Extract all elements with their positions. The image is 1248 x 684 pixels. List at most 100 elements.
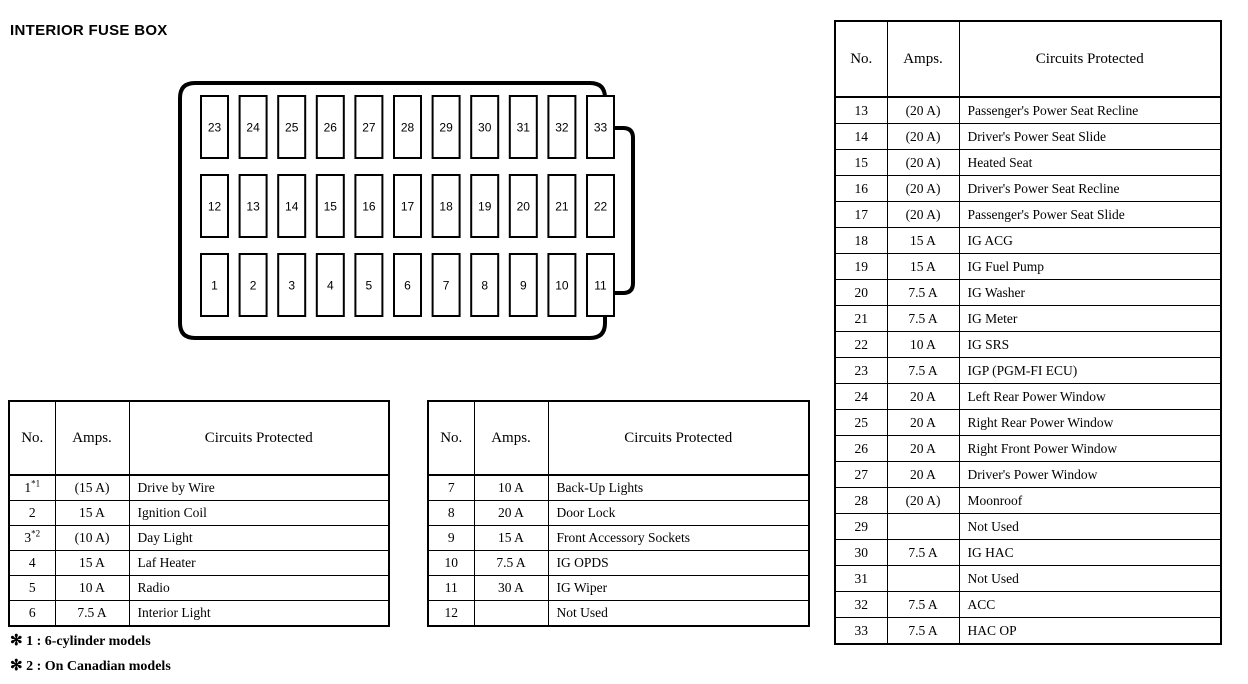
footnote-text: : On Canadian models [36, 659, 171, 674]
fuse-slot-27[interactable] [354, 95, 384, 159]
fuse-slot-30[interactable] [470, 95, 500, 159]
fuse-slot-label-23: 23 [208, 121, 222, 135]
cell-fuse-number: 5 [8, 575, 56, 601]
fuse-slot-20[interactable] [508, 174, 538, 238]
asterisk-icon: ✻ [10, 633, 23, 649]
cell-fuse-number: 12 [427, 600, 475, 627]
footnotes: ✻ 1 : 6-cylinder models✻ 2 : On Canadian… [10, 629, 171, 679]
fuse-slot-6[interactable] [393, 253, 422, 317]
fuse-slot-15[interactable] [315, 174, 345, 238]
cell-amps: (20 A) [886, 175, 960, 202]
fuse-slot-2[interactable] [238, 253, 268, 317]
cell-circuit-protected: Right Front Power Window [958, 435, 1222, 462]
fuse-slot-31[interactable] [508, 95, 538, 159]
fuse-slot-19[interactable] [470, 174, 500, 238]
fuse-slot-label-32: 32 [555, 121, 569, 135]
cell-fuse-number: 21 [834, 305, 888, 332]
fuse-slot-label-19: 19 [478, 200, 492, 214]
footnote-line-1: ✻ 1 : 6-cylinder models [10, 629, 171, 654]
fuse-slot-10[interactable] [547, 253, 577, 317]
cell-circuit-protected: Driver's Power Seat Slide [958, 123, 1222, 150]
cell-circuit-protected: Day Light [128, 525, 390, 551]
fuse-slot-17[interactable] [393, 174, 422, 238]
cell-amps: 30 A [473, 575, 549, 601]
footnote-marker: *1 [31, 478, 41, 489]
fuse-slot-5[interactable] [354, 253, 384, 317]
cell-fuse-number: 17 [834, 201, 888, 228]
cell-fuse-number: 19 [834, 253, 888, 280]
page-title: INTERIOR FUSE BOX [10, 22, 168, 39]
table-row: 15(20 A)Heated Seat [834, 149, 1222, 176]
footnote-marker: *2 [31, 528, 41, 539]
fuse-slot-12[interactable] [200, 174, 229, 238]
fuse-table-left: No. Amps. Circuits Protected 1*1(15 A)Dr… [8, 400, 390, 627]
fuse-slot-1[interactable] [200, 253, 229, 317]
fuse-slot-24[interactable] [238, 95, 268, 159]
fuse-slot-18[interactable] [431, 174, 461, 238]
fuse-slot-label-29: 29 [439, 121, 453, 135]
fuse-slot-4[interactable] [315, 253, 345, 317]
cell-amps: 20 A [886, 409, 960, 436]
fuse-slot-11[interactable] [586, 253, 615, 317]
cell-amps [473, 600, 549, 627]
cell-amps: 7.5 A [886, 279, 960, 306]
cell-amps: (15 A) [54, 474, 130, 501]
fuse-slot-22[interactable] [586, 174, 615, 238]
table-row: 16(20 A)Driver's Power Seat Recline [834, 175, 1222, 202]
fuse-slot-9[interactable] [508, 253, 538, 317]
fuse-slot-14[interactable] [277, 174, 307, 238]
cell-fuse-number: 32 [834, 591, 888, 618]
cell-amps: 7.5 A [473, 550, 549, 576]
fuse-slot-23[interactable] [200, 95, 229, 159]
fuse-slot-8[interactable] [470, 253, 500, 317]
cell-amps: 15 A [886, 227, 960, 254]
cell-amps: (20 A) [886, 487, 960, 514]
fuse-slot-16[interactable] [354, 174, 384, 238]
cell-fuse-number: 3*2 [8, 525, 56, 551]
cell-amps [886, 565, 960, 592]
cell-amps: 15 A [54, 500, 130, 526]
cell-amps: 20 A [473, 500, 549, 526]
header-amps: Amps. [473, 400, 549, 476]
fuse-slot-28[interactable] [393, 95, 422, 159]
fuse-slot-26[interactable] [315, 95, 345, 159]
fuse-slot-13[interactable] [238, 174, 268, 238]
fuse-slot-21[interactable] [547, 174, 577, 238]
table-header-row: No. Amps. Circuits Protected [834, 20, 1222, 98]
fuse-slot-33[interactable] [586, 95, 615, 159]
fuse-slot-label-1: 1 [211, 279, 218, 293]
fuse-slot-7[interactable] [431, 253, 461, 317]
fuse-slot-25[interactable] [277, 95, 307, 159]
fuse-slot-32[interactable] [547, 95, 577, 159]
cell-circuit-protected: Door Lock [547, 500, 810, 526]
cell-circuit-protected: Not Used [547, 600, 810, 627]
cell-amps: (10 A) [54, 525, 130, 551]
fuse-slot-label-18: 18 [439, 200, 453, 214]
cell-circuit-protected: IG SRS [958, 331, 1222, 358]
asterisk-icon: ✻ [10, 658, 23, 674]
header-amps: Amps. [54, 400, 130, 476]
fuse-slot-label-26: 26 [324, 121, 338, 135]
fuse-slot-label-27: 27 [362, 121, 376, 135]
cell-fuse-number: 9 [427, 525, 475, 551]
cell-circuit-protected: Right Rear Power Window [958, 409, 1222, 436]
table-header-row: No. Amps. Circuits Protected [8, 400, 390, 476]
fuse-slot-29[interactable] [431, 95, 461, 159]
fuse-slot-3[interactable] [277, 253, 307, 317]
cell-amps: 7.5 A [886, 591, 960, 618]
fuse-slot-label-17: 17 [401, 200, 415, 214]
